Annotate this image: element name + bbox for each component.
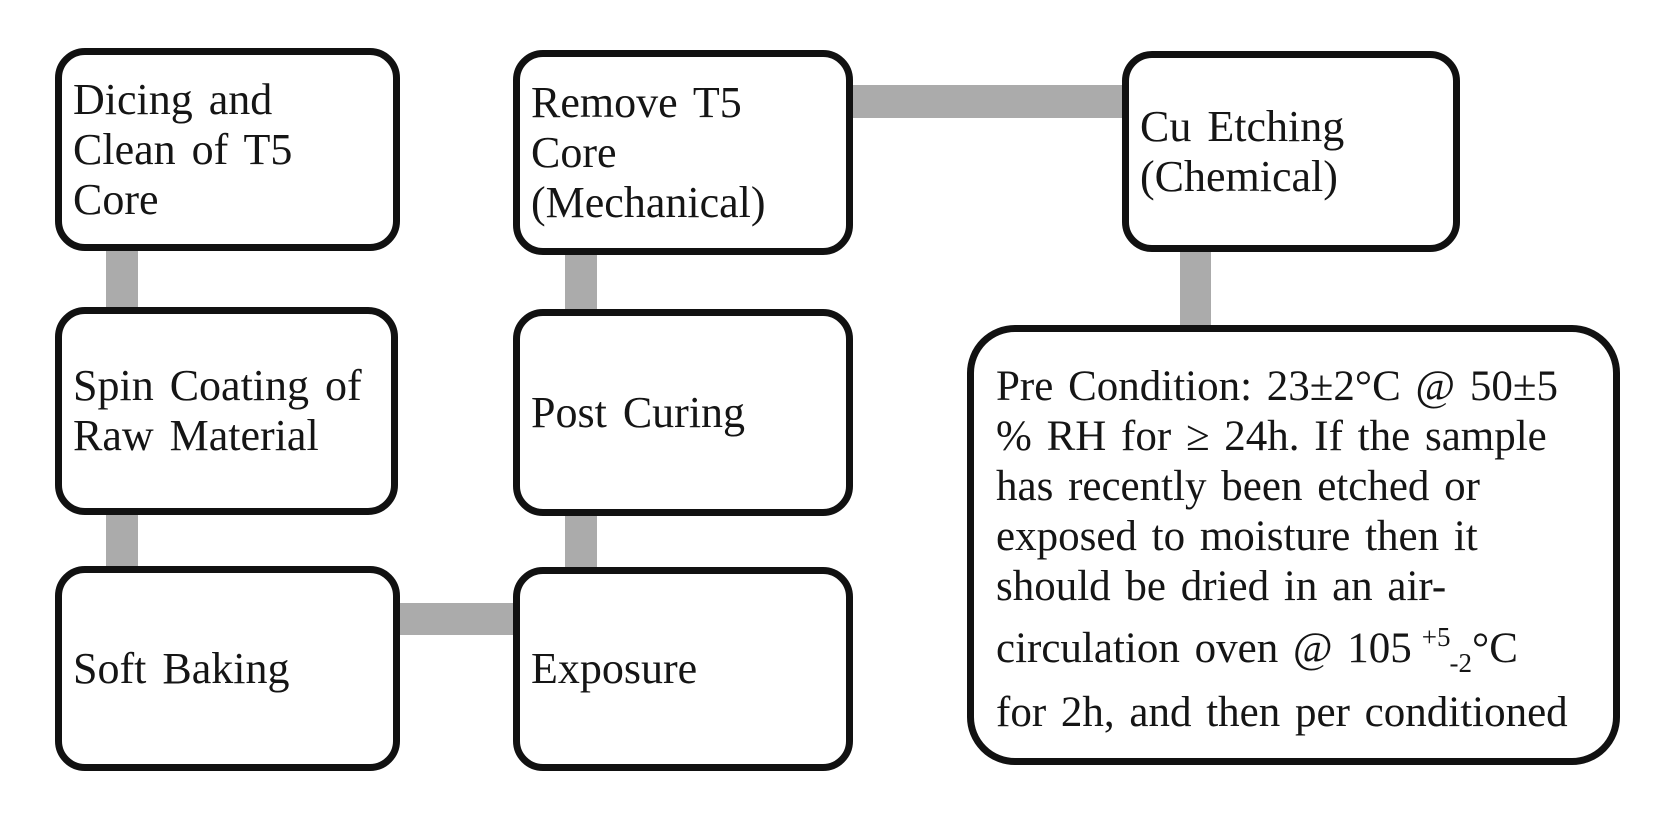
connector-spin-coating-to-soft-baking [106,506,138,576]
precondition-line-4: exposed to moisture then it [996,513,1478,560]
node-label-soft-baking: Soft Baking [73,643,290,693]
precondition-tolerance-sup: +5 [1421,622,1451,652]
connector-soft-baking-to-exposure [392,603,522,635]
precondition-line-2: % RH for ≥ 24h. If the sample [996,413,1547,460]
flowchart-node-post-curing: Post Curing [513,309,853,516]
flowchart-node-dicing: Dicing and Clean of T5 Core [55,48,400,251]
precondition-unit: °C [1472,625,1518,672]
node-label-cu-etching: Cu Etching (Chemical) [1140,101,1345,201]
precondition-line-1: Pre Condition: 23±2°C @ 50±5 [996,363,1558,410]
flowchart-node-spin-coating: Spin Coating of Raw Material [55,307,398,515]
connector-dicing-to-spin-coating [106,242,138,316]
precondition-line-6: circulation oven @ 105 +5-2°C [996,612,1568,688]
flowchart-node-soft-baking: Soft Baking [55,566,400,771]
node-label-remove-core: Remove T5 Core (Mechanical) [531,77,766,227]
connector-remove-core-to-cu-etching [845,85,1130,118]
flowchart-node-cu-etching: Cu Etching (Chemical) [1122,51,1460,252]
node-label-post-curing: Post Curing [531,387,746,437]
flowchart-node-precondition: Pre Condition: 23±2°C @ 50±5 % RH for ≥ … [967,325,1620,765]
node-label-spin-coating: Spin Coating of Raw Material [73,361,362,460]
precondition-tolerance-sub: -2 [1449,648,1473,678]
connector-post-curing-to-remove-core [565,247,597,319]
precondition-line-5: should be dried in an air- [996,563,1447,610]
precondition-line-7: for 2h, and then per conditioned [996,689,1568,736]
precondition-text: Pre Condition: 23±2°C @ 50±5 % RH for ≥ … [974,352,1574,738]
connector-cu-etching-to-precondition [1180,244,1211,334]
flowchart-node-exposure: Exposure [513,567,853,771]
connector-exposure-to-post-curing [565,506,597,576]
precondition-oven-text: circulation oven @ 105 [996,625,1412,672]
node-label-exposure: Exposure [531,644,698,693]
flowchart-node-remove-core: Remove T5 Core (Mechanical) [513,50,853,255]
node-label-dicing: Dicing and Clean of T5 Core [73,74,293,224]
precondition-line-3: has recently been etched or [996,463,1480,510]
